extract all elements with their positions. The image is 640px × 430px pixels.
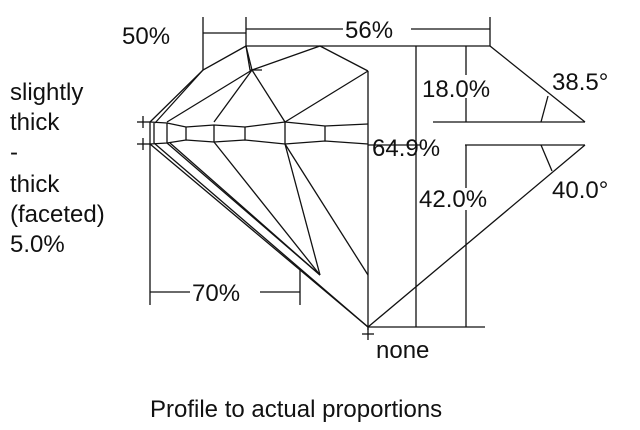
svg-text:thick: thick xyxy=(10,109,60,136)
girdle-thickness-label: slightly thick - thick (faceted) 5.0% xyxy=(10,79,105,258)
svg-text:5.0%: 5.0% xyxy=(10,231,65,258)
diagram-title: Profile to actual proportions xyxy=(150,396,442,423)
crown-height-label: 18.0% xyxy=(422,76,490,103)
table-percent-label: 56% xyxy=(345,17,393,44)
pavilion-depth-label: 42.0% xyxy=(419,186,487,213)
lower-half-label: 70% xyxy=(192,280,240,307)
svg-text:(faceted): (faceted) xyxy=(10,201,105,228)
svg-text:slightly: slightly xyxy=(10,79,83,106)
star-length-dimension xyxy=(202,17,247,70)
star-length-label: 50% xyxy=(122,23,170,50)
girdle xyxy=(137,116,369,150)
lower-half-dimension xyxy=(149,144,301,305)
svg-text:thick: thick xyxy=(10,171,60,198)
pavilion-angle-label: 40.0° xyxy=(552,177,608,204)
culet-label: none xyxy=(376,337,429,364)
pavilion xyxy=(149,141,586,340)
crown xyxy=(149,45,490,330)
total-depth-label: 64.9% xyxy=(372,135,440,162)
svg-text:-: - xyxy=(10,139,18,166)
depth-dimensions xyxy=(368,45,586,328)
table-dimension xyxy=(246,17,491,46)
crown-angle-label: 38.5° xyxy=(552,69,608,96)
